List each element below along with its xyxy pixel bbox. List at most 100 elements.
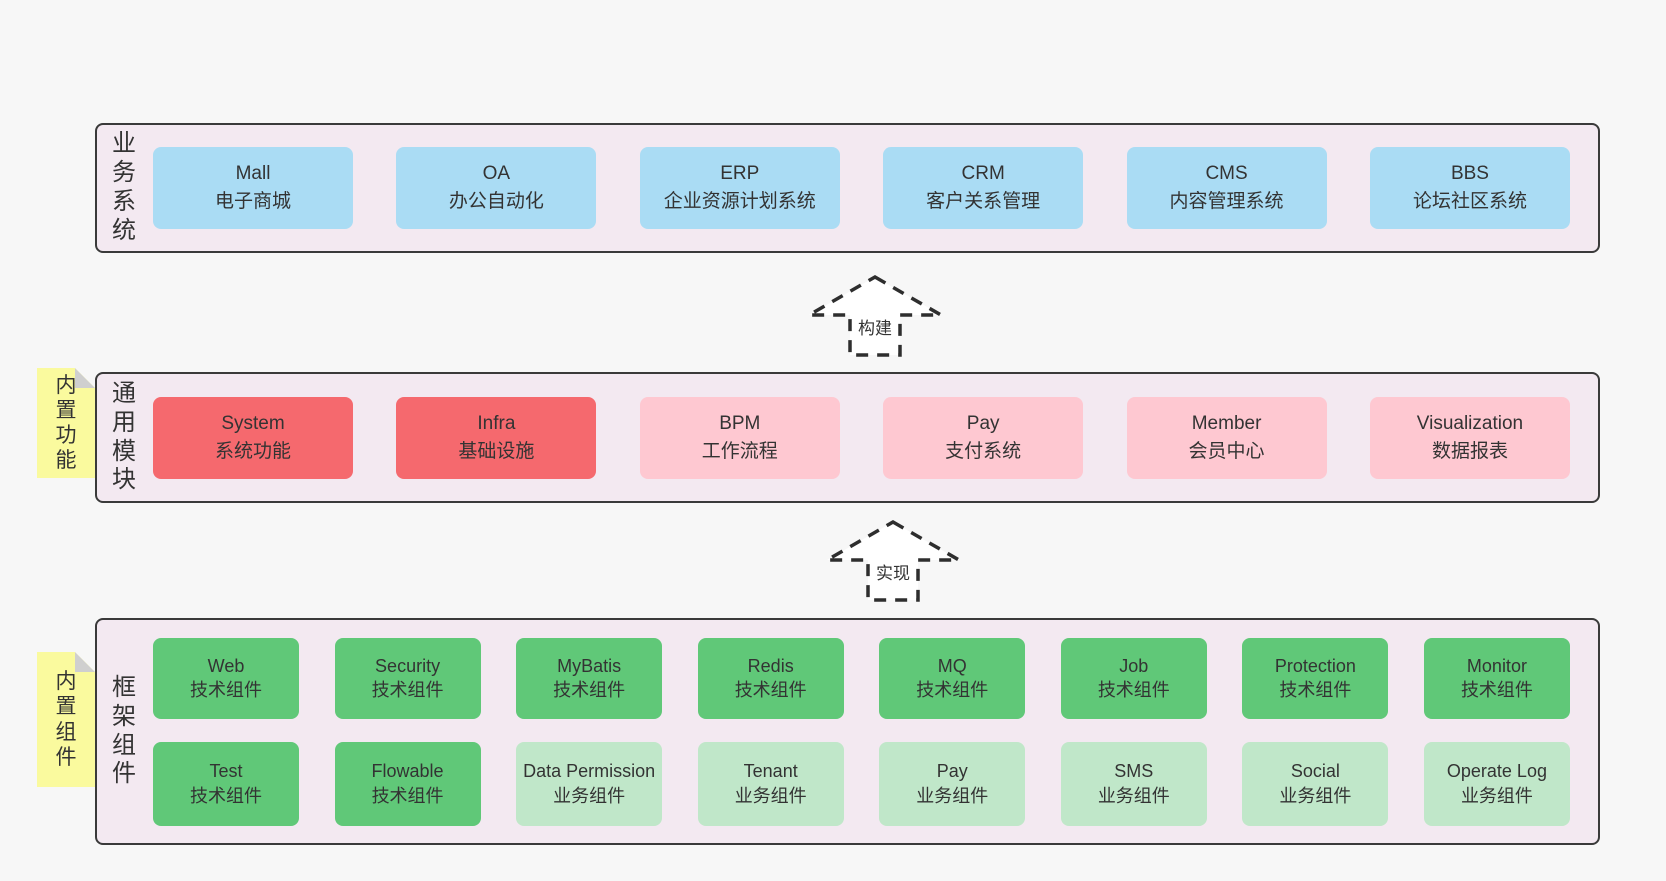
layer-label-common-modules: 通用模块 <box>112 379 136 494</box>
box-desc: 办公自动化 <box>448 191 544 212</box>
box-name: BBS <box>1450 163 1489 185</box>
box-bpm: BPM 工作流程 <box>639 396 840 479</box>
box-mq: MQ 技术组件 <box>879 637 1026 719</box>
implement-arrow: 实现 <box>823 519 963 603</box>
box-name: Member <box>1191 412 1262 434</box>
box-name: OA <box>482 163 511 185</box>
box-desc: 技术组件 <box>371 785 444 806</box>
box-tenant: Tenant 业务组件 <box>697 741 844 826</box>
box-desc: 技术组件 <box>553 680 626 700</box>
box-name: Flowable <box>371 761 444 782</box>
box-name: Pay <box>936 761 968 782</box>
sticky-note-label: 内置组件 <box>55 670 77 769</box>
up-arrow-icon <box>805 274 945 357</box>
box-desc: 业务组件 <box>1279 785 1352 806</box>
box-mall: Mall 电子商城 <box>153 147 353 229</box>
box-sms: SMS 业务组件 <box>1060 741 1207 826</box>
box-name: Visualization <box>1416 412 1524 434</box>
box-member: Member 会员中心 <box>1126 396 1327 479</box>
box-pay-component: Pay 业务组件 <box>879 741 1026 826</box>
box-desc: 技术组件 <box>371 680 444 700</box>
sticky-note-builtin-features: 内置功能 <box>37 368 95 478</box>
box-desc: 内容管理系统 <box>1169 191 1284 212</box>
box-system: System 系统功能 <box>153 396 353 479</box>
box-desc: 业务组件 <box>1097 785 1170 806</box>
box-name: Pay <box>966 412 1000 434</box>
business-systems-row: Mall 电子商城 OA 办公自动化 ERP 企业资源计划系统 CRM 客户关系… <box>153 147 1598 229</box>
box-name: BPM <box>719 412 761 434</box>
box-desc: 业务组件 <box>553 785 626 806</box>
box-job: Job 技术组件 <box>1060 637 1207 719</box>
framework-components-rows: Web 技术组件 Security 技术组件 MyBatis 技术组件 Redi… <box>153 637 1598 826</box>
box-desc: 客户关系管理 <box>926 191 1041 212</box>
box-desc: 电子商城 <box>214 191 291 212</box>
box-protection: Protection 技术组件 <box>1242 637 1389 719</box>
box-desc: 企业资源计划系统 <box>663 191 816 212</box>
layer-label-framework-components: 框架组件 <box>112 673 136 788</box>
box-cms: CMS 内容管理系统 <box>1126 147 1327 229</box>
box-desc: 支付系统 <box>945 440 1022 462</box>
box-desc: 技术组件 <box>190 680 262 700</box>
box-desc: 基础设施 <box>458 440 535 462</box>
box-name: CRM <box>961 163 1005 185</box>
box-desc: 业务组件 <box>1460 785 1533 806</box>
box-name: MQ <box>937 655 967 676</box>
box-name: Security <box>375 655 441 676</box>
framework-row-2: Test 技术组件 Flowable 技术组件 Data Permission … <box>153 741 1570 826</box>
sticky-note-label: 内置功能 <box>55 373 77 473</box>
box-pay-module: Pay 支付系统 <box>883 396 1084 479</box>
box-desc: 数据报表 <box>1431 440 1508 462</box>
box-web: Web 技术组件 <box>153 637 299 719</box>
box-desc: 论坛社区系统 <box>1412 191 1527 212</box>
box-name: CMS <box>1205 163 1248 185</box>
layer-label-business-systems: 业务系统 <box>112 130 136 244</box>
box-operate-log: Operate Log 业务组件 <box>1423 741 1570 826</box>
box-visualization: Visualization 数据报表 <box>1369 396 1570 479</box>
box-desc: 业务组件 <box>916 785 989 806</box>
layer-common-modules: 通用模块 System 系统功能 Infra 基础设施 BPM 工作流程 Pay… <box>95 372 1600 503</box>
box-name: Test <box>209 761 243 782</box>
box-desc: 技术组件 <box>916 680 989 700</box>
framework-row-1: Web 技术组件 Security 技术组件 MyBatis 技术组件 Redi… <box>153 637 1570 719</box>
layer-framework-components: 框架组件 Web 技术组件 Security 技术组件 MyBatis 技术组件… <box>95 618 1600 845</box>
box-name: Infra <box>477 412 516 434</box>
build-arrow: 构建 <box>805 274 945 358</box>
box-redis: Redis 技术组件 <box>697 637 844 719</box>
box-name: Redis <box>747 655 794 676</box>
box-name: Protection <box>1274 655 1356 676</box>
build-arrow-label: 构建 <box>858 319 892 338</box>
box-desc: 工作流程 <box>701 440 778 462</box>
box-name: Mall <box>235 163 271 185</box>
box-infra: Infra 基础设施 <box>396 396 597 479</box>
box-erp: ERP 企业资源计划系统 <box>639 147 840 229</box>
layer-business-systems: 业务系统 Mall 电子商城 OA 办公自动化 ERP 企业资源计划系统 CRM… <box>95 123 1600 253</box>
box-bbs: BBS 论坛社区系统 <box>1369 147 1570 229</box>
box-desc: 技术组件 <box>734 680 807 700</box>
box-name: System <box>221 412 285 434</box>
box-desc: 会员中心 <box>1188 440 1265 462</box>
box-name: Tenant <box>743 761 798 782</box>
box-name: Monitor <box>1466 655 1527 676</box>
box-name: SMS <box>1114 761 1154 782</box>
box-social: Social 业务组件 <box>1242 741 1389 826</box>
implement-arrow-label: 实现 <box>876 564 910 583</box>
box-name: ERP <box>720 163 760 185</box>
box-mybatis: MyBatis 技术组件 <box>516 637 663 719</box>
box-desc: 技术组件 <box>1279 680 1352 700</box>
box-name: Operate Log <box>1446 761 1547 782</box>
box-name: Social <box>1290 761 1340 782</box>
box-flowable: Flowable 技术组件 <box>334 741 481 826</box>
box-data-permission: Data Permission 业务组件 <box>516 741 663 826</box>
box-name: Job <box>1119 655 1149 676</box>
sticky-note-builtin-components: 内置组件 <box>37 652 95 787</box>
box-test: Test 技术组件 <box>153 741 299 826</box>
common-modules-row: System 系统功能 Infra 基础设施 BPM 工作流程 Pay 支付系统… <box>153 396 1598 479</box>
box-monitor: Monitor 技术组件 <box>1423 637 1570 719</box>
box-desc: 技术组件 <box>1097 680 1170 700</box>
box-desc: 系统功能 <box>214 440 291 462</box>
up-arrow-icon <box>823 519 963 602</box>
box-desc: 技术组件 <box>190 785 262 806</box>
box-name: Web <box>207 655 245 676</box>
box-desc: 技术组件 <box>1460 680 1533 700</box>
